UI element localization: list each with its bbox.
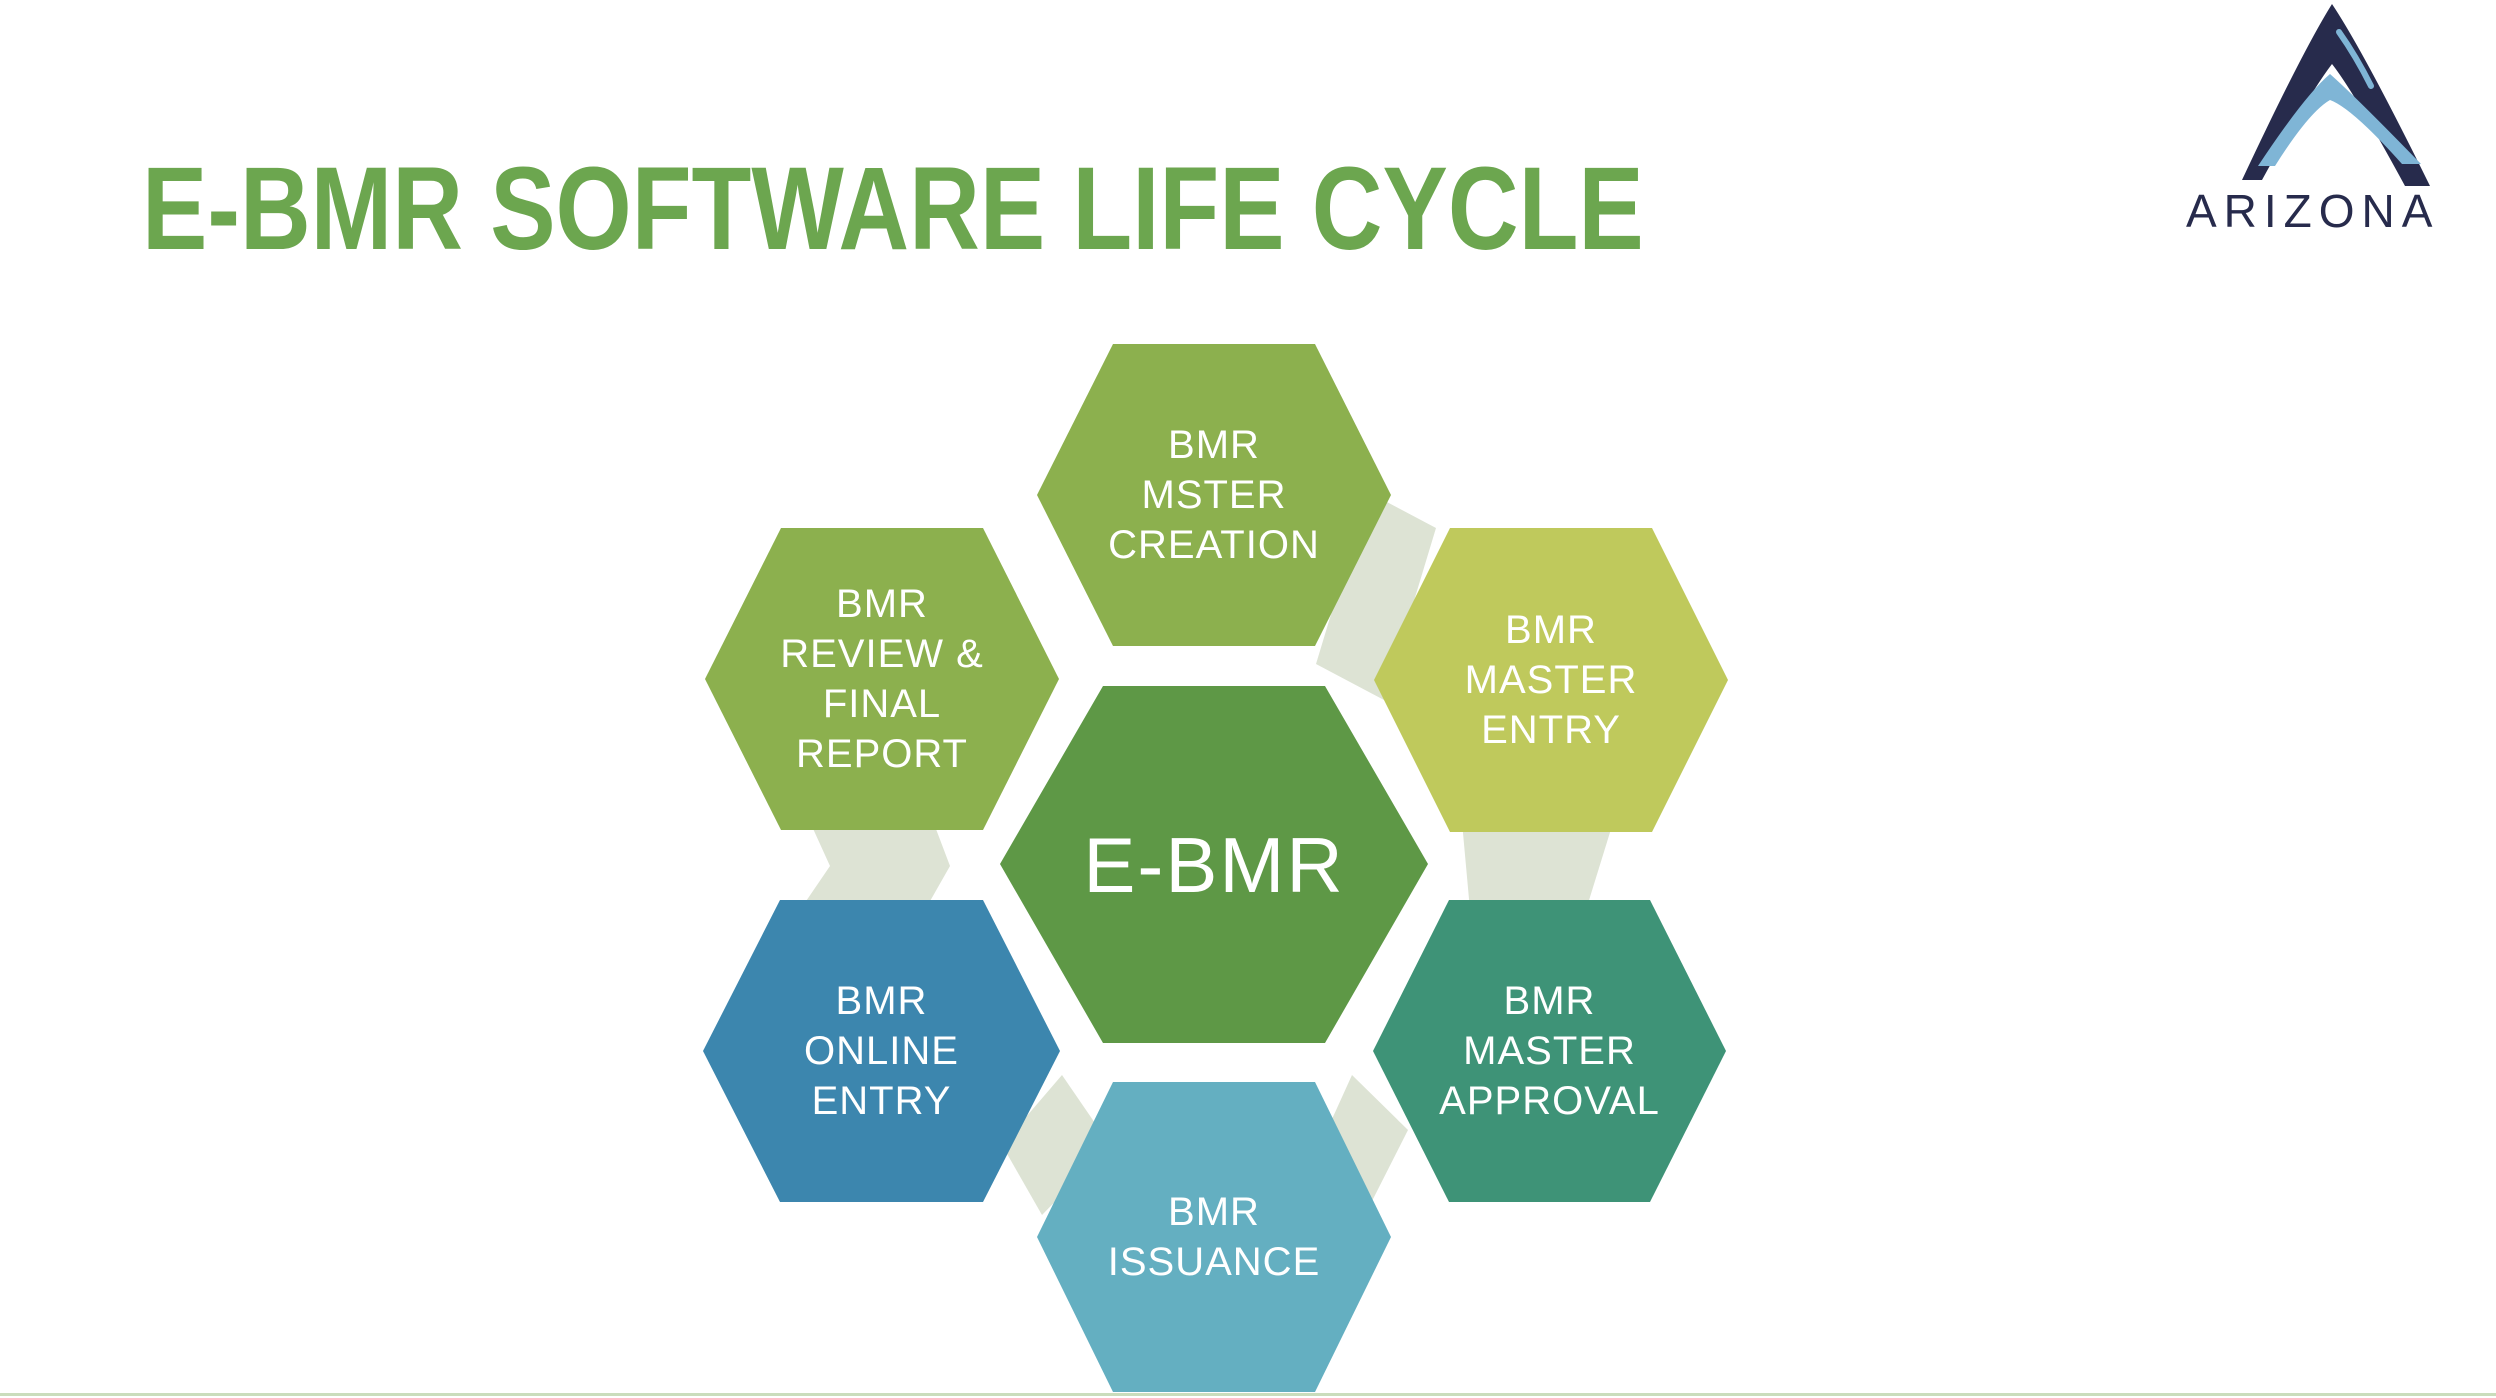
hexagon-bmr-issuance	[1037, 1082, 1391, 1392]
hexagon-bmr-master-creation	[1037, 344, 1391, 646]
page-title: E-BMR SOFTWARE LIFE CYCLE	[142, 143, 1644, 275]
hexagon-bmr-master-approval	[1373, 900, 1726, 1202]
logo-wordmark: ARIZONA	[2186, 185, 2440, 237]
mountain-apex-highlight	[2336, 29, 2374, 89]
connector-creation-to-entry	[1316, 492, 1436, 700]
hexagon-bmr-master-entry	[1374, 528, 1728, 832]
hexagon-nodes	[703, 344, 1728, 1392]
mountain-inner-swoosh	[2258, 74, 2421, 166]
hexagon-bmr-online-entry	[703, 900, 1060, 1202]
mountain-swoosh-icon	[2242, 4, 2430, 186]
hexagon-e-bmr-center	[1000, 686, 1428, 1043]
connector-issuance-to-online	[1002, 1075, 1110, 1215]
slide-bottom-border	[0, 1393, 2496, 1396]
hexagon-bmr-review-final	[705, 528, 1059, 830]
